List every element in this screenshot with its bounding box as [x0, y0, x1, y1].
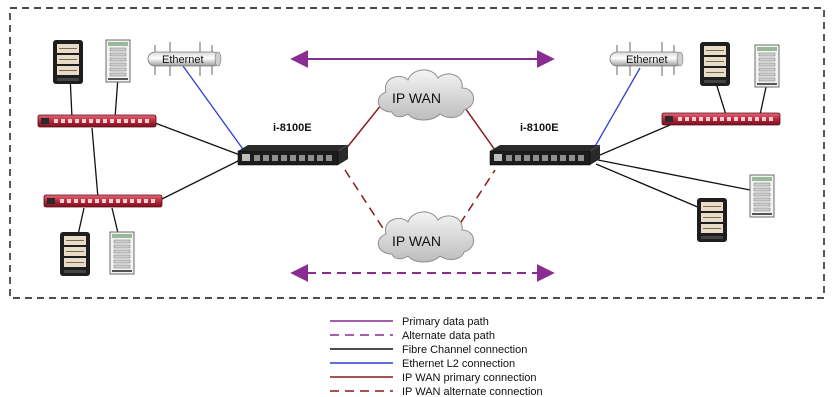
fc-link: [715, 82, 727, 116]
gateway-right-label: i-8100E: [520, 122, 559, 134]
ip-wan-top-label: IP WAN: [392, 90, 441, 106]
tape-library-icon: [109, 231, 135, 275]
storage-array-icon: [59, 231, 91, 277]
legend-label: Fibre Channel connection: [402, 344, 527, 356]
ethernet-segment-left: Ethernet: [147, 42, 222, 76]
storage-array-icon: [696, 197, 728, 243]
ethernet-link: [182, 65, 246, 153]
fc-switch-icon: [43, 194, 163, 208]
storage-array-icon: [52, 39, 84, 85]
fc-link: [91, 127, 99, 199]
legend-label: Ethernet L2 connection: [402, 358, 515, 370]
legend-label: Primary data path: [402, 316, 489, 328]
tape-library-icon: [754, 44, 780, 88]
fc-link: [111, 207, 119, 234]
ip-wan-bottom-label: IP WAN: [392, 233, 441, 249]
gateway-switch-right-icon: [489, 144, 601, 166]
legend-label: Alternate data path: [402, 330, 495, 342]
fc-link: [595, 163, 701, 209]
fc-link: [597, 159, 751, 191]
legend: Primary data path Alternate data path Fi…: [330, 316, 543, 397]
legend-label: IP WAN primary connection: [402, 372, 537, 384]
ipwan-alternate-link: [344, 169, 389, 237]
fc-link: [77, 207, 85, 236]
tape-library-icon: [749, 174, 775, 218]
fc-link: [154, 122, 241, 156]
fc-link: [759, 86, 767, 116]
storage-array-icon: [699, 41, 731, 87]
legend-label: IP WAN alternate connection: [402, 386, 543, 397]
fc-switch-icon: [37, 114, 157, 128]
fc-link: [159, 159, 241, 201]
ethernet-segment-right: Ethernet: [609, 42, 684, 76]
ethernet-left-label: Ethernet: [162, 54, 204, 66]
fc-link: [599, 124, 671, 156]
gateway-switch-left-icon: [237, 144, 349, 166]
tape-library-icon: [105, 39, 131, 83]
ethernet-right-label: Ethernet: [626, 54, 668, 66]
fc-switch-icon: [661, 112, 781, 126]
ethernet-link: [592, 67, 641, 151]
ipwan-alternate-link: [451, 169, 496, 237]
fc-link: [114, 76, 119, 119]
gateway-left-label: i-8100E: [273, 122, 312, 134]
